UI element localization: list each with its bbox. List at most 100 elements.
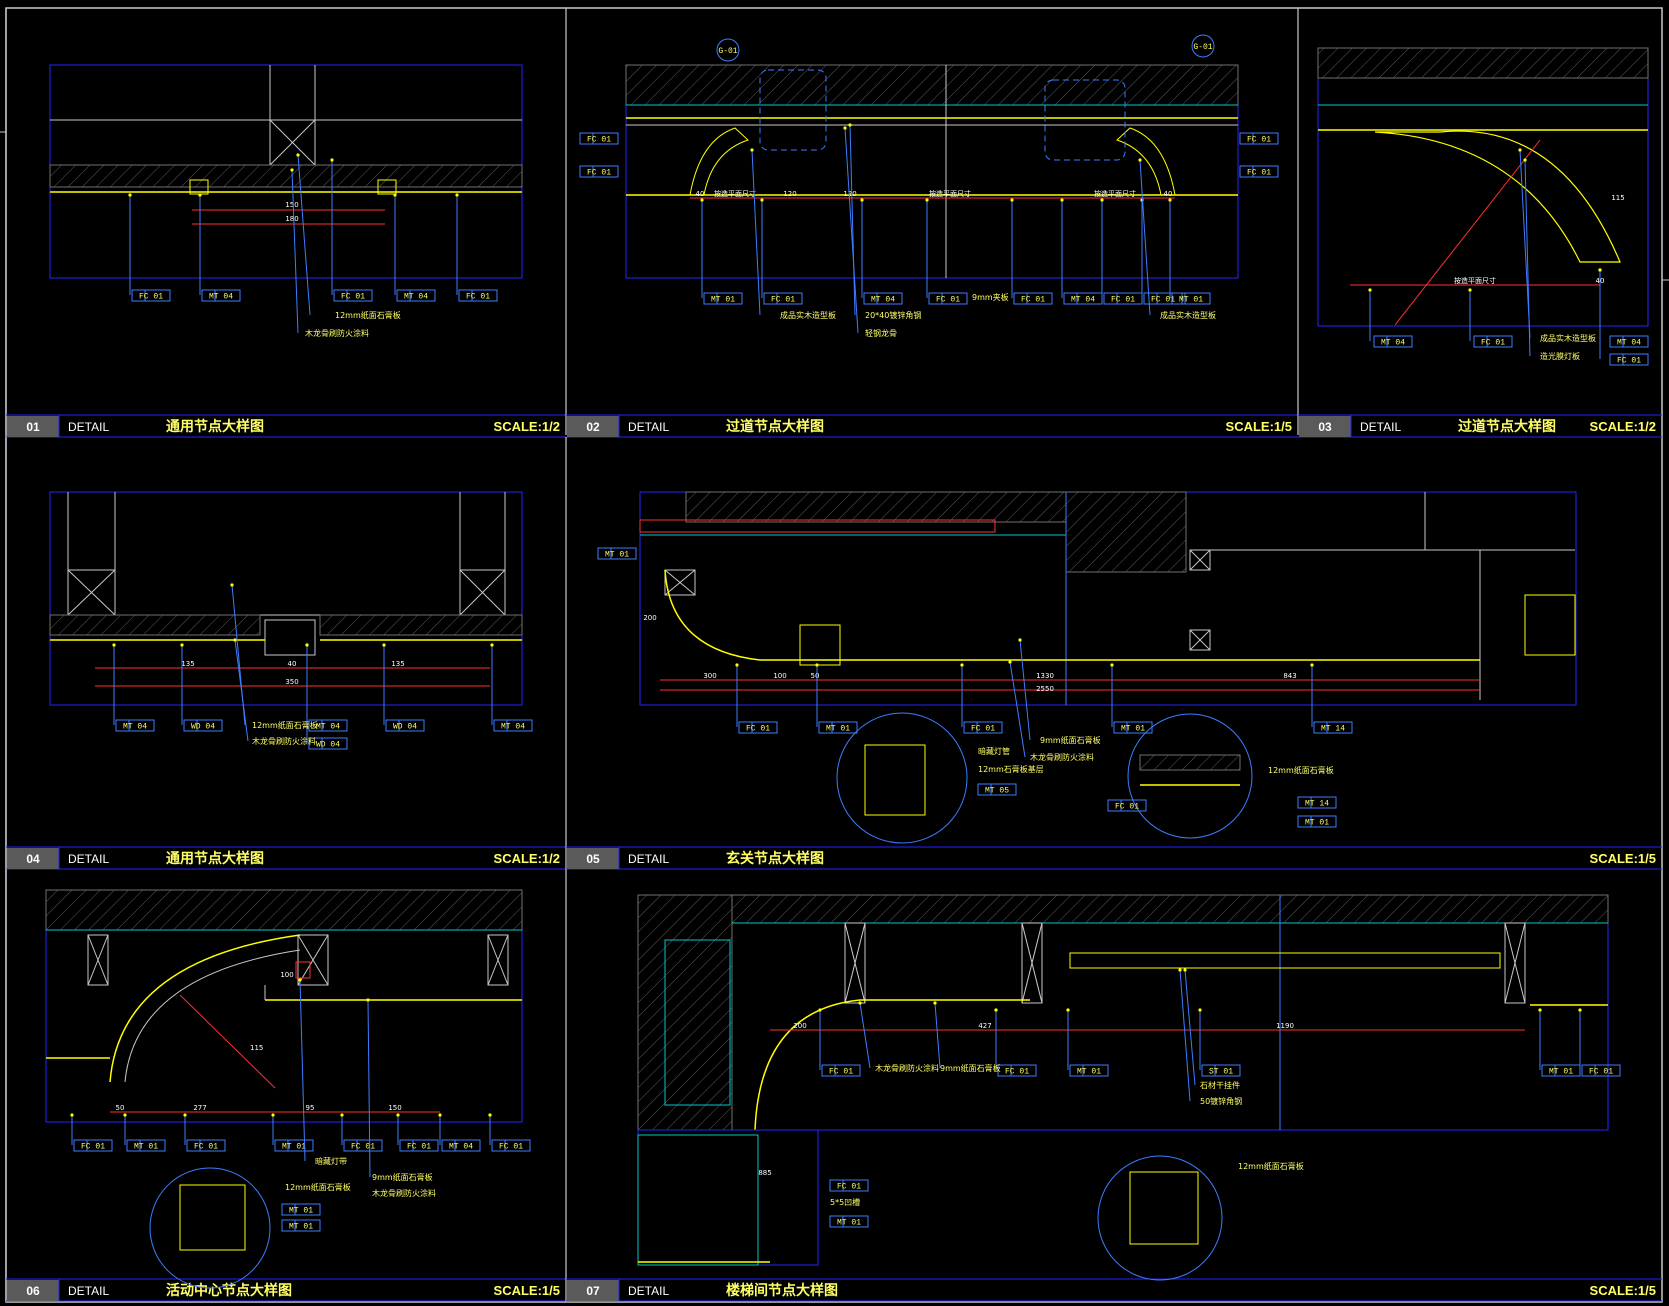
dimension-value: 120 — [783, 190, 796, 198]
panel-number-box — [567, 848, 619, 869]
concrete-hatch — [319, 614, 523, 636]
light-trough — [799, 624, 841, 666]
light-strip — [295, 961, 311, 979]
panel-number-box — [567, 1280, 619, 1301]
leader-line — [234, 639, 249, 742]
detail-word: DETAIL — [628, 420, 669, 434]
leader-dot — [183, 1113, 187, 1117]
panel-number: 07 — [586, 1284, 600, 1298]
enlarged-detail-circle — [149, 1167, 271, 1289]
material-tag-code: MT 14 — [1321, 725, 1345, 734]
leader-dot — [1178, 968, 1182, 972]
material-tag-code: MT 04 — [1071, 296, 1095, 305]
enlarged-trough — [1129, 1171, 1199, 1245]
leader-dot — [1138, 158, 1142, 162]
material-tag-code: FC 01 — [81, 1143, 105, 1152]
leader-dot — [994, 1008, 998, 1012]
material-tag-box — [281, 1203, 321, 1216]
material-tag: MT 01 — [1069, 1064, 1109, 1077]
leader-line — [291, 169, 299, 334]
material-tag: FC 01 — [1013, 292, 1053, 305]
dimension-value: 300 — [703, 672, 716, 680]
material-tag: FC 01 — [73, 1139, 113, 1152]
material-tag-box — [493, 719, 533, 732]
material-tag-code: MT 01 — [289, 1207, 313, 1216]
material-tag: FC 01 — [1239, 132, 1279, 145]
joint-profile — [377, 179, 397, 195]
leader-line — [844, 127, 859, 334]
leader-dot — [455, 193, 459, 197]
leader-dot — [815, 663, 819, 667]
leader-dot — [750, 148, 754, 152]
enlarged-detail-circle — [1097, 1155, 1223, 1281]
material-tag-box — [1171, 292, 1211, 305]
stone-panel — [1069, 952, 1501, 969]
note-label: 12mm纸面石膏板 — [285, 1182, 351, 1192]
material-tag: MT 04 — [493, 719, 533, 732]
concrete-hatch — [731, 894, 1609, 924]
material-tag-code: FC 01 — [466, 293, 490, 302]
material-tag-box — [821, 1064, 861, 1077]
panel-number: 02 — [586, 420, 600, 434]
leader-line — [934, 1002, 941, 1069]
leader-line — [297, 154, 311, 316]
material-tag: FC 01 — [1581, 1064, 1621, 1077]
curved-ceiling — [664, 569, 761, 661]
detail-word: DETAIL — [628, 1284, 669, 1298]
material-tag: MT 05 — [977, 783, 1017, 796]
material-tag-box — [1581, 1064, 1621, 1077]
leader-line — [1019, 639, 1031, 741]
panel-scale: SCALE:1/5 — [1226, 419, 1292, 434]
material-tag-box — [1373, 335, 1413, 348]
material-tag-box — [281, 1219, 321, 1232]
note-label: 暗藏灯管 — [978, 746, 1010, 756]
material-tag-box — [115, 719, 155, 732]
material-tag: MT 04 — [1063, 292, 1103, 305]
timber-batten — [1189, 629, 1211, 651]
material-tag: MT 01 — [274, 1139, 314, 1152]
material-tag-code: MT 01 — [711, 296, 735, 305]
material-tag-box — [1239, 165, 1279, 178]
note-label: 木龙骨刷防火涂料 — [305, 328, 369, 338]
material-tag-box — [1069, 1064, 1109, 1077]
leader-dot — [933, 1001, 937, 1005]
material-tag: MT 14 — [1313, 721, 1353, 734]
material-tag-code: WD 04 — [393, 723, 417, 732]
material-tag-code: FC 01 — [1021, 296, 1045, 305]
timber-batten-cross — [1021, 922, 1043, 1004]
leader-dot — [230, 583, 234, 587]
arched-wood-panel — [689, 127, 749, 196]
leader-dot — [393, 193, 397, 197]
panel-title: 玄关节点大样图 — [726, 850, 824, 867]
detail-word: DETAIL — [68, 852, 109, 866]
material-tag-box — [597, 547, 637, 560]
dimension-value: 1190 — [1276, 1022, 1294, 1030]
leader-dot — [123, 1113, 127, 1117]
note-label: 9mm纸面石膏板 — [1040, 735, 1101, 745]
material-tag-code: FC 01 — [829, 1068, 853, 1077]
leader-dot — [330, 158, 334, 162]
leader-dot — [290, 168, 294, 172]
material-tag-box — [1103, 292, 1143, 305]
note-label: 暗藏灯带 — [315, 1156, 347, 1166]
leader-dot — [198, 193, 202, 197]
material-tag: MT 04 — [396, 289, 436, 302]
material-tag: FC 01 — [1103, 292, 1143, 305]
material-tag: MT 14 — [1297, 796, 1337, 809]
material-tag: FC 01 — [821, 1064, 861, 1077]
enlarged-trough — [864, 744, 926, 816]
panel-title: 过道节点大样图 — [1458, 418, 1556, 435]
material-tag: FC 01 — [829, 1179, 869, 1192]
note-label: 木龙骨刷防火涂料 — [1030, 752, 1094, 762]
timber-batten — [487, 934, 509, 986]
leader-dot — [1060, 198, 1064, 202]
panel-scale: SCALE:1/2 — [494, 851, 560, 866]
section-callout — [716, 38, 740, 62]
enlarged-area — [759, 69, 827, 151]
leader-dot — [1008, 660, 1012, 664]
dimension-value: 按造平面尺寸 — [1094, 189, 1136, 198]
material-tag-box — [977, 783, 1017, 796]
